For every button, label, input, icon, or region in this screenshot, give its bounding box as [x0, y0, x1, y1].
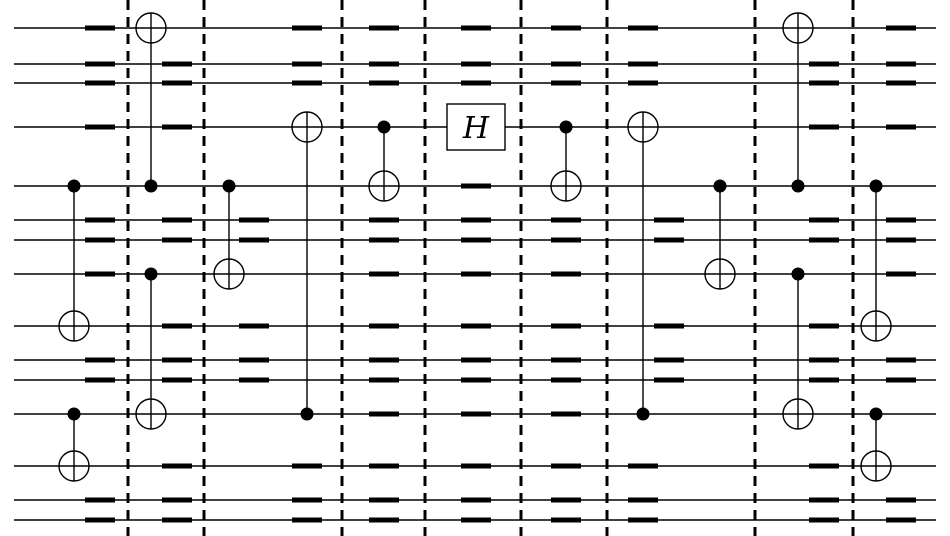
cnot-gate [135, 12, 167, 193]
hadamard-label: H [462, 111, 490, 146]
control-dot [636, 407, 650, 421]
target-oplus [213, 258, 245, 290]
control-dot [144, 179, 158, 193]
target-oplus [782, 398, 814, 430]
control-dot [144, 267, 158, 281]
target-oplus [550, 170, 582, 202]
idle-markers [85, 25, 916, 523]
target-oplus [368, 170, 400, 202]
hadamard-gate: H [446, 103, 506, 151]
target-oplus [860, 310, 892, 342]
target-oplus [135, 398, 167, 430]
cnot-gate [213, 179, 245, 290]
target-oplus [704, 258, 736, 290]
control-dot [791, 267, 805, 281]
cnot-gate [368, 120, 400, 202]
control-dot [559, 120, 573, 134]
cnot-gate [704, 179, 736, 290]
target-oplus [860, 450, 892, 482]
target-oplus [58, 450, 90, 482]
control-dot [300, 407, 314, 421]
cnot-gate [291, 111, 323, 421]
control-dot [222, 179, 236, 193]
control-dot [869, 179, 883, 193]
control-dot [869, 407, 883, 421]
target-oplus [782, 12, 814, 44]
control-dot [67, 407, 81, 421]
barrier-lines [126, 0, 855, 536]
control-dot [377, 120, 391, 134]
target-oplus [627, 111, 659, 143]
cnot-gate [627, 111, 659, 421]
control-dot [67, 179, 81, 193]
control-dot [713, 179, 727, 193]
cnot-gate [860, 179, 892, 342]
cnot-gate [135, 267, 167, 430]
cnot-gate [550, 120, 582, 202]
cnot-gate [58, 179, 90, 342]
gates: H [58, 12, 892, 482]
target-oplus [291, 111, 323, 143]
control-dot [791, 179, 805, 193]
target-oplus [135, 12, 167, 44]
cnot-gate [860, 407, 892, 482]
cnot-gate [782, 12, 814, 193]
cnot-gate [782, 267, 814, 430]
cnot-gate [58, 407, 90, 482]
target-oplus [58, 310, 90, 342]
hadamard-box [446, 103, 506, 151]
